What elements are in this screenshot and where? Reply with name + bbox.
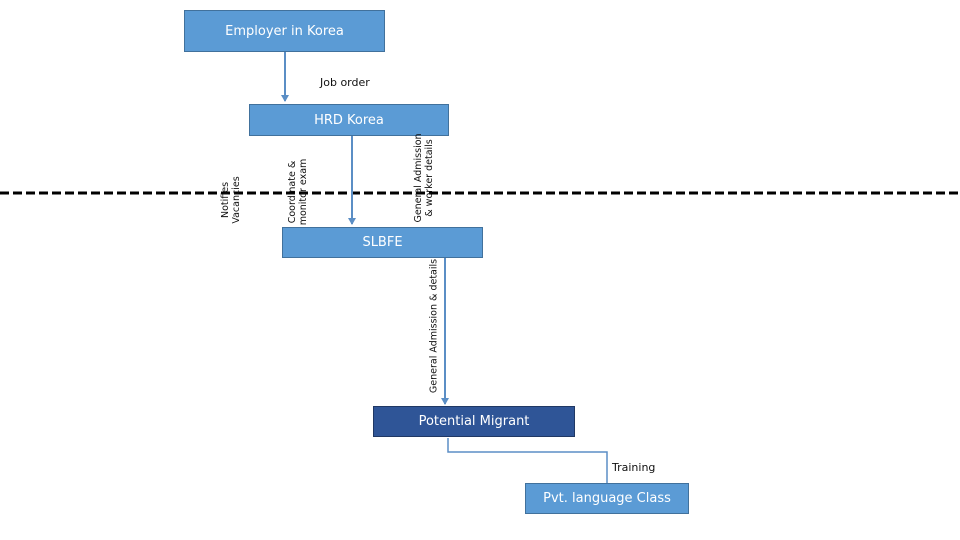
vacancies-line: Vacancies <box>231 176 242 224</box>
employer-label: Employer in Korea <box>225 23 344 39</box>
coordinate-line: Coordinate & <box>287 160 298 224</box>
hrd-label: HRD Korea <box>314 112 384 128</box>
notifies-line: Notifies <box>220 181 231 219</box>
slbfe-label: SLBFE <box>362 235 403 250</box>
job-order-label: Job order <box>320 76 370 89</box>
employer-in-korea-box: Employer in Korea <box>184 10 385 52</box>
edge-migrant-class <box>447 438 608 483</box>
general-admission-line: General Admission <box>413 133 424 223</box>
notifies-vacancies-label: Notifies Vacancies <box>220 160 244 240</box>
general-admission-slbfe-label: General Admission & details <box>429 259 441 394</box>
worker-details-line: & worker details <box>424 139 435 217</box>
general-admission-details-line: General Admission & details <box>428 258 440 394</box>
slbfe-box: SLBFE <box>282 227 483 258</box>
language-class-label: Pvt. language Class <box>543 491 671 506</box>
pvt-language-class-box: Pvt. language Class <box>525 483 689 514</box>
monitor-exam-line: monitor exam <box>298 158 309 226</box>
training-label: Training <box>612 461 656 474</box>
general-admission-hrd-label: General Admission & worker details <box>413 118 437 238</box>
potential-migrant-box: Potential Migrant <box>373 406 575 437</box>
hrd-korea-box: HRD Korea <box>249 104 449 136</box>
coordinate-exam-label: Coordinate & monitor exam <box>287 145 311 239</box>
migrant-label: Potential Migrant <box>418 414 530 429</box>
